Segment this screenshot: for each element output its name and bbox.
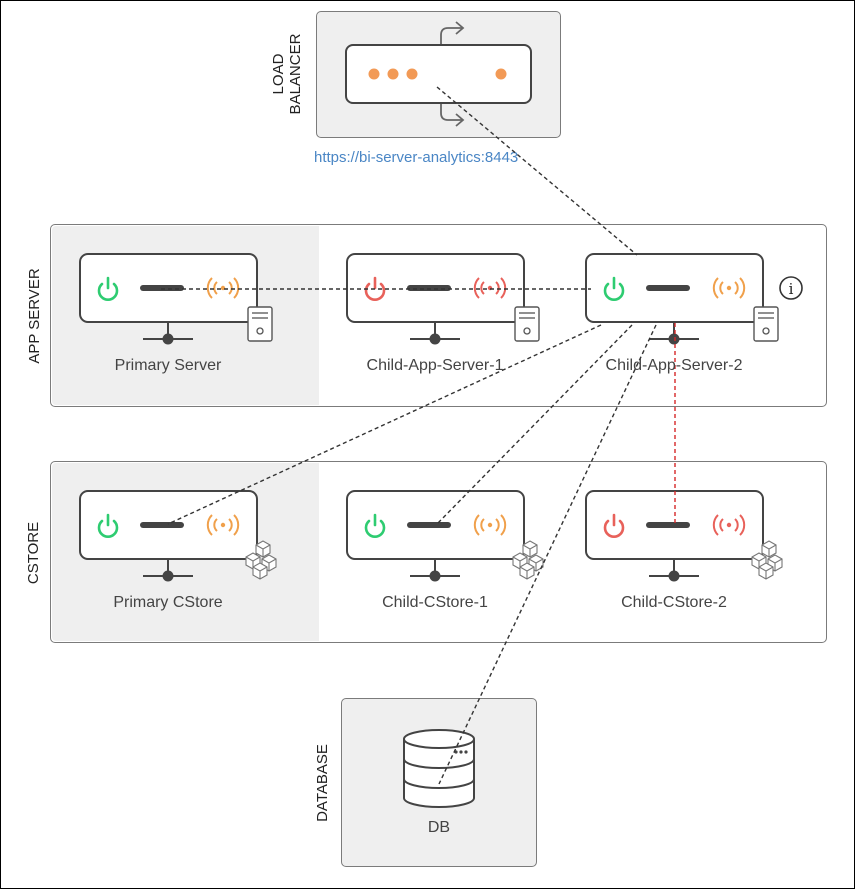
network-stand-icon: [649, 322, 699, 345]
network-stand-icon: [143, 322, 193, 345]
network-stand-icon: [410, 559, 460, 582]
signal-icon: [712, 277, 746, 299]
node-label: Primary CStore: [113, 594, 223, 611]
connection-line: [436, 86, 638, 256]
network-stand-icon: [410, 322, 460, 345]
node-cstore[interactable]: [79, 490, 277, 582]
node-label: Child-App-Server-1: [366, 357, 504, 374]
power-icon: [97, 276, 119, 301]
node-label: Child-App-Server-2: [605, 357, 743, 374]
power-icon: [603, 276, 625, 301]
lb-dot: [495, 68, 507, 80]
load-balancer-box[interactable]: [345, 44, 532, 104]
signal-icon: [206, 514, 240, 536]
signal-icon: [712, 514, 746, 536]
connection-line: [436, 324, 633, 525]
signal-icon: [473, 277, 507, 299]
server-icon: [514, 306, 540, 342]
arrows-icon: [440, 21, 465, 127]
lb-dot: [406, 68, 418, 80]
node-label: Child-CStore-2: [621, 594, 727, 611]
lb-dot: [387, 68, 399, 80]
node-app-server[interactable]: [79, 253, 273, 345]
info-icon[interactable]: i: [779, 276, 803, 300]
power-icon: [97, 513, 119, 538]
node-cstore[interactable]: [346, 490, 544, 582]
node-cstore[interactable]: [585, 490, 783, 582]
info-icon-glyph: i: [789, 280, 794, 298]
signal-icon: [473, 514, 507, 536]
database-label: DB: [427, 819, 451, 836]
server-icon: [753, 306, 779, 342]
connection-line: [438, 324, 657, 785]
node-app-server[interactable]: [346, 253, 540, 345]
connection-line: [167, 324, 602, 525]
connections: [161, 86, 676, 785]
server-icon: [247, 306, 273, 342]
signal-icon: [206, 277, 240, 299]
database-icon[interactable]: [403, 729, 475, 808]
node-label: Primary Server: [114, 357, 222, 374]
power-icon: [364, 513, 386, 538]
network-stand-icon: [649, 559, 699, 582]
lb-dot: [368, 68, 380, 80]
node-label: Child-CStore-1: [382, 594, 488, 611]
power-icon: [603, 513, 625, 538]
network-stand-icon: [143, 559, 193, 582]
node-app-server[interactable]: i: [585, 253, 803, 345]
load-balancer-url[interactable]: https://bi-server-analytics:8443: [314, 149, 519, 166]
